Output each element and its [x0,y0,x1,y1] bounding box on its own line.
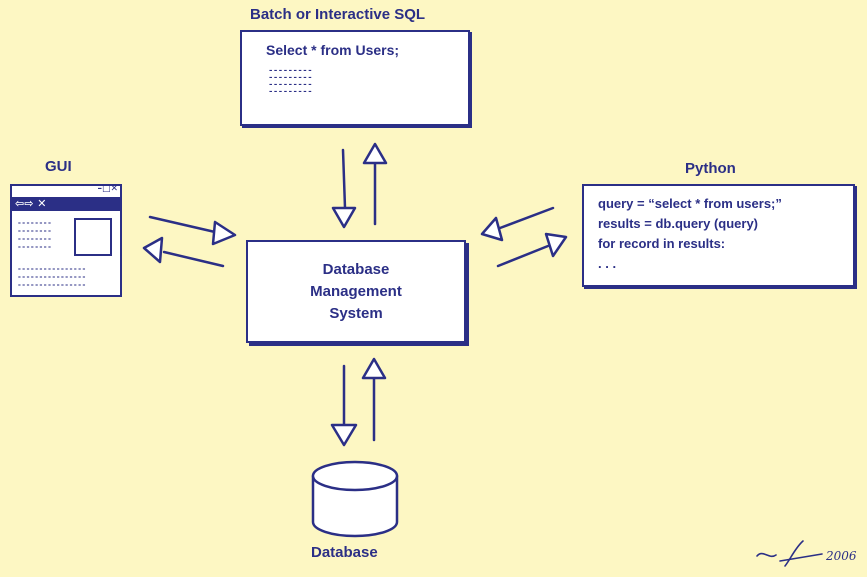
dbms-label-line-3: System [329,305,383,322]
dbms-label-line-2: Management [310,283,402,300]
arrow-dbms-to-database [330,364,358,447]
gui-form-lines: -------- -------- -------- -------- [17,219,52,252]
signature-year: 2006 [826,549,857,563]
gui-window-icon: –□✕ ⇦⇨ ✕ -------- -------- -------- ----… [10,184,122,297]
database-title: Database [311,544,378,561]
gui-toolbar-icons: ⇦⇨ ✕ [15,197,47,210]
python-line-4: . . . [598,256,617,271]
python-box: query = “select * from users;” results =… [582,184,855,287]
arrow-gui-to-dbms [148,215,237,246]
arrow-sql-to-dbms [331,148,357,229]
gui-window-controls: –□✕ [97,184,118,194]
database-cylinder-icon [311,460,399,538]
arrow-dbms-to-python [496,232,568,268]
python-line-1: query = “select * from users;” [598,196,782,211]
gui-toolbar: ⇦⇨ ✕ [12,197,120,211]
signature-scribble-icon [756,540,823,567]
dbms-label-line-1: Database [322,261,390,278]
sql-box: Select * from Users; --------- ---------… [240,30,470,126]
python-title: Python [685,160,736,177]
sql-query: Select * from Users; [266,42,400,58]
gui-footer-lines: ---------------- ---------------- ------… [17,265,86,290]
arrow-dbms-to-gui [142,236,225,268]
python-line-2: results = db.query (query) [598,216,759,231]
arrow-database-to-dbms [361,357,387,442]
arrow-dbms-to-sql [362,142,388,226]
gui-image-placeholder [74,218,112,256]
arrow-python-to-dbms [480,206,555,242]
gui-title: GUI [45,158,72,175]
dbms-box: Database Management System [246,240,466,343]
python-line-3: for record in results: [598,236,726,251]
sql-result-lines: --------- --------- --------- --------- [268,66,313,97]
sql-title: Batch or Interactive SQL [250,6,426,23]
gui-title-bar: –□✕ [12,184,120,198]
